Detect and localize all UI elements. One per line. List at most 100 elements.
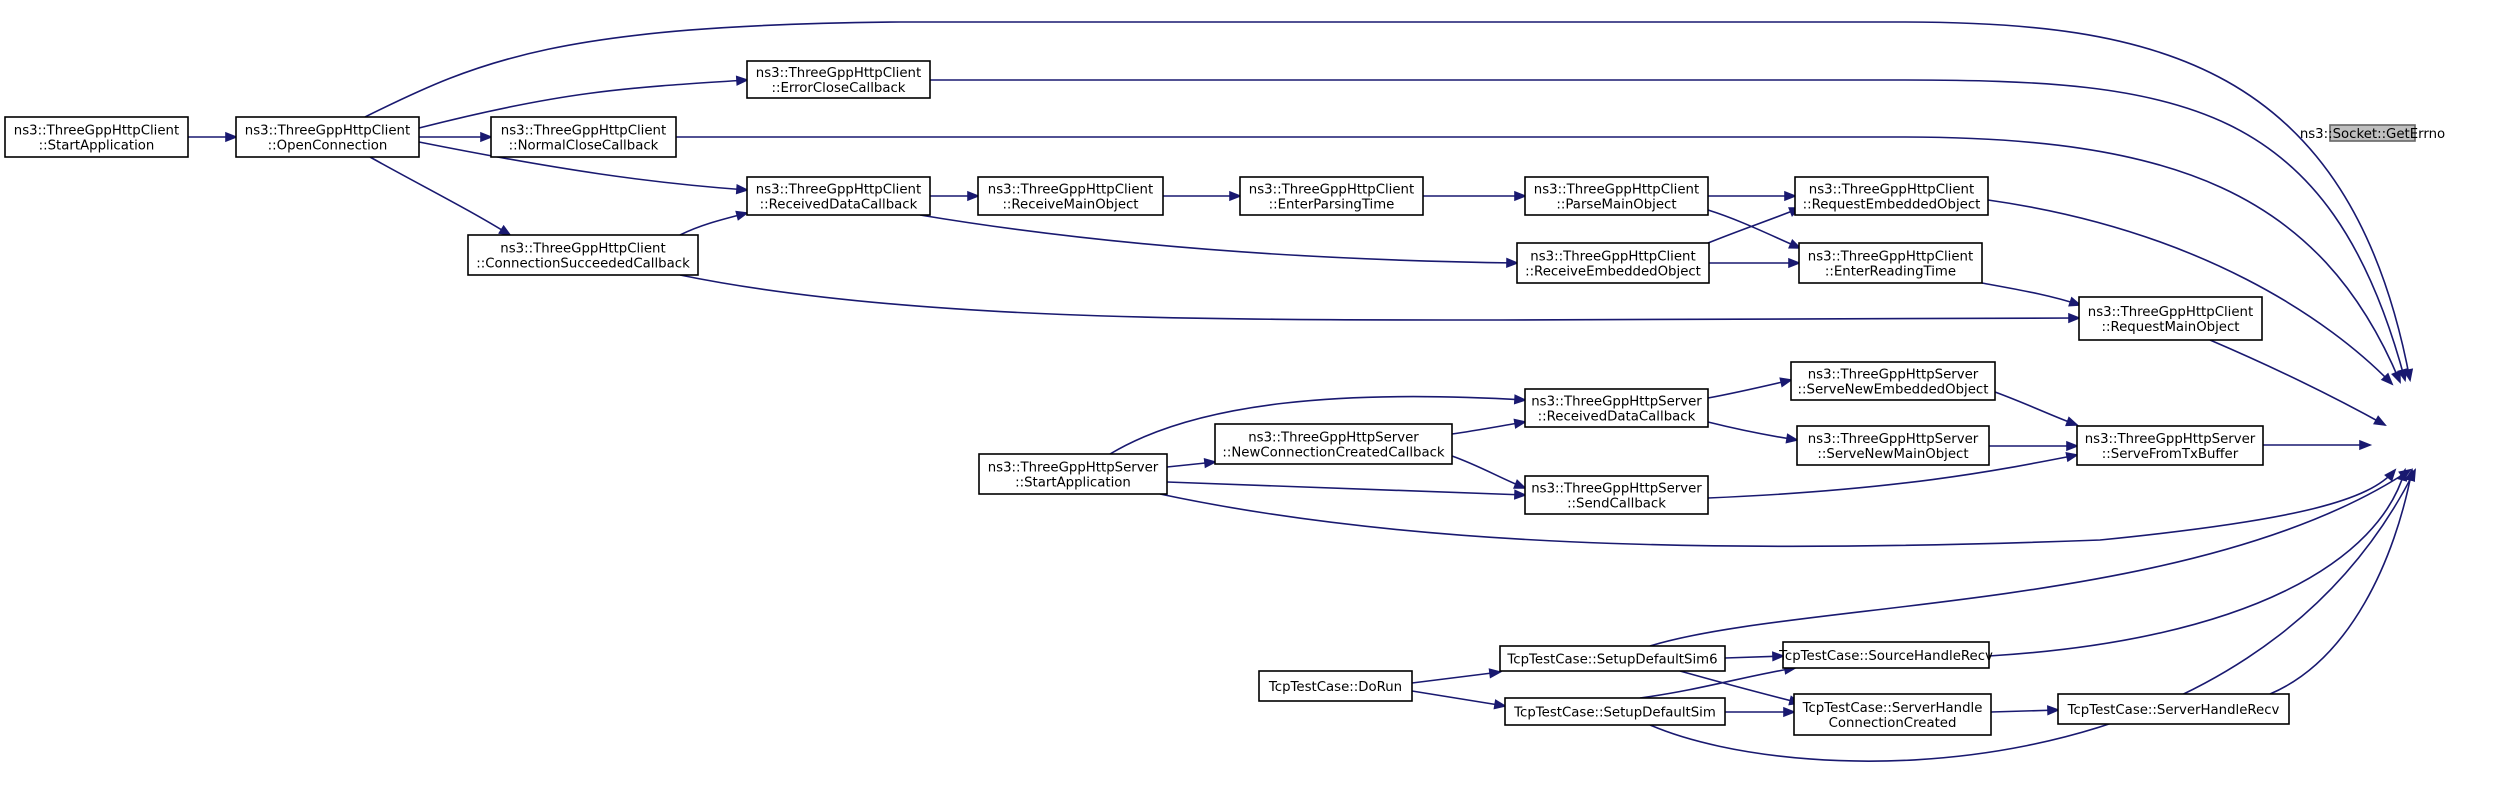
- arrowhead: [2065, 451, 2080, 463]
- node-label: ::ReceiveEmbeddedObject: [1525, 265, 1701, 280]
- function-node[interactable]: ns3::ThreeGppHttpClient::ReceiveMainObje…: [977, 176, 1164, 216]
- function-node[interactable]: TcpTestCase::SourceHandleRecv: [1778, 641, 1993, 669]
- node-label: ns3::ThreeGppHttpClient: [1249, 183, 1414, 198]
- edge-line: [1707, 454, 2078, 499]
- function-node[interactable]: ns3::ThreeGppHttpClient::NormalCloseCall…: [490, 116, 677, 158]
- function-node[interactable]: ns3::ThreeGppHttpClient::RequestMainObje…: [2078, 296, 2263, 341]
- node-label: ::ReceivedDataCallback: [760, 198, 918, 213]
- node-label: ns3::ThreeGppHttpServer: [988, 461, 1159, 476]
- node-label: ns3::ThreeGppHttpClient: [756, 66, 921, 81]
- function-node[interactable]: ns3::ThreeGppHttpServer::ReceivedDataCal…: [1524, 388, 1709, 428]
- edge-line: [364, 21, 2411, 381]
- function-node[interactable]: TcpTestCase::SetupDefaultSim6: [1499, 645, 1726, 672]
- edge-line: [418, 141, 748, 191]
- node-label: ns3::ThreeGppHttpClient: [988, 183, 1153, 198]
- arrowhead: [1513, 418, 1528, 429]
- edge-line: [1707, 379, 1792, 399]
- function-node[interactable]: ns3::ThreeGppHttpClient::EnterParsingTim…: [1239, 176, 1424, 216]
- arrowhead: [2065, 416, 2080, 427]
- node-box: [467, 234, 699, 276]
- node-box: [235, 116, 420, 158]
- node-box: [1524, 176, 1709, 216]
- arrowhead: [1788, 238, 1802, 249]
- node-box: [1524, 388, 1709, 428]
- node-label: ::ParseMainObject: [1556, 198, 1676, 213]
- function-node[interactable]: ns3::ThreeGppHttpClient::ReceiveEmbedded…: [1516, 242, 1710, 284]
- function-node[interactable]: ns3::ThreeGppHttpServer::SendCallback: [1524, 475, 1709, 515]
- node-label: ::StartApplication: [39, 139, 155, 154]
- arrowhead: [2373, 415, 2387, 427]
- arrowhead: [498, 224, 512, 237]
- function-node[interactable]: ns3::ThreeGppHttpServer::StartApplicatio…: [978, 453, 1168, 495]
- focus-node[interactable]: ns3::Socket::GetErrno: [2300, 124, 2445, 142]
- function-node[interactable]: ns3::ThreeGppHttpServer::ServeNewMainObj…: [1796, 425, 1990, 466]
- node-label: ns3::ThreeGppHttpClient: [500, 242, 665, 257]
- call-edge: [676, 136, 2401, 384]
- function-node[interactable]: ns3::ThreeGppHttpClient::RequestEmbedded…: [1794, 176, 1989, 216]
- node-box: [1790, 361, 1996, 401]
- call-edge: [1994, 391, 2080, 427]
- node-box: [746, 176, 931, 216]
- edge-line: [1411, 671, 1501, 684]
- call-edge: [930, 190, 981, 202]
- call-edge: [1649, 468, 2412, 647]
- call-edge: [369, 156, 512, 237]
- arrowhead: [1493, 699, 1508, 710]
- node-label: ns3::ThreeGppHttpClient: [1534, 183, 1699, 198]
- function-node[interactable]: ns3::ThreeGppHttpServer::ServeNewEmbedde…: [1790, 361, 1996, 401]
- edge-line: [1987, 199, 2393, 385]
- call-nodes: ns3::Socket::GetErrnons3::ThreeGppHttpCl…: [4, 60, 2445, 736]
- arrowhead: [1783, 706, 1797, 718]
- node-box: [1258, 670, 1413, 702]
- function-node[interactable]: ns3::ThreeGppHttpServer::NewConnectionCr…: [1214, 423, 1453, 465]
- edge-line: [1707, 207, 1801, 244]
- function-node[interactable]: TcpTestCase::SetupDefaultSim: [1504, 697, 1726, 726]
- function-node[interactable]: ns3::ThreeGppHttpClient::ParseMainObject: [1524, 176, 1709, 216]
- function-node[interactable]: ns3::ThreeGppHttpClient::ErrorCloseCallb…: [746, 60, 931, 99]
- edge-line: [1411, 690, 1506, 707]
- call-edge: [1707, 207, 1802, 244]
- node-box: [1794, 176, 1989, 216]
- function-node[interactable]: TcpTestCase::ServerHandleConnectionCreat…: [1793, 693, 1992, 736]
- arrowhead: [480, 131, 494, 143]
- call-edge: [1724, 651, 1786, 662]
- call-edge: [418, 75, 750, 129]
- node-box: [746, 60, 931, 99]
- node-label: ns3::ThreeGppHttpClient: [2088, 305, 2253, 320]
- node-box: [1798, 242, 1983, 284]
- node-label: TcpTestCase::SourceHandleRecv: [1778, 649, 1993, 664]
- node-label: ns3::ThreeGppHttpServer: [1248, 431, 1419, 446]
- edge-line: [919, 214, 1518, 264]
- arrowhead: [735, 75, 750, 86]
- call-edge: [1707, 377, 1794, 399]
- node-label: ::OpenConnection: [268, 139, 388, 154]
- edge-line: [1649, 469, 2411, 647]
- call-edge: [1166, 481, 1528, 500]
- function-node[interactable]: ns3::ThreeGppHttpClient::ReceivedDataCal…: [746, 176, 931, 216]
- function-node[interactable]: ns3::ThreeGppHttpClient::OpenConnection: [235, 116, 420, 158]
- call-edges: [188, 21, 2416, 762]
- call-edge: [1707, 209, 1802, 249]
- node-box: [1499, 645, 1726, 672]
- edge-line: [369, 156, 511, 236]
- edge-line: [930, 79, 2406, 381]
- function-node[interactable]: ns3::ThreeGppHttpClient::ConnectionSucce…: [467, 234, 699, 276]
- arrowhead: [1203, 457, 1218, 469]
- function-node[interactable]: ns3::ThreeGppHttpClient::EnterReadingTim…: [1798, 242, 1983, 284]
- edge-line: [1981, 282, 2081, 306]
- function-node[interactable]: TcpTestCase::ServerHandleRecv: [2057, 693, 2290, 725]
- node-label: TcpTestCase::ServerHandle: [1802, 701, 1983, 716]
- arrowhead: [2380, 372, 2394, 386]
- node-label: ::ReceivedDataCallback: [1538, 410, 1696, 425]
- function-node[interactable]: TcpTestCase::DoRun: [1258, 670, 1413, 702]
- call-edge: [1411, 668, 1503, 684]
- node-box: [4, 116, 189, 158]
- function-node[interactable]: ns3::ThreeGppHttpServer::ServeFromTxBuff…: [2076, 425, 2264, 466]
- arrowhead: [735, 210, 750, 221]
- node-label: ns3::ThreeGppHttpClient: [1808, 250, 1973, 265]
- arrowhead: [967, 190, 981, 202]
- arrowhead: [1513, 394, 1528, 405]
- function-node[interactable]: ns3::ThreeGppHttpClient::StartApplicatio…: [4, 116, 189, 158]
- edge-line: [679, 274, 2080, 321]
